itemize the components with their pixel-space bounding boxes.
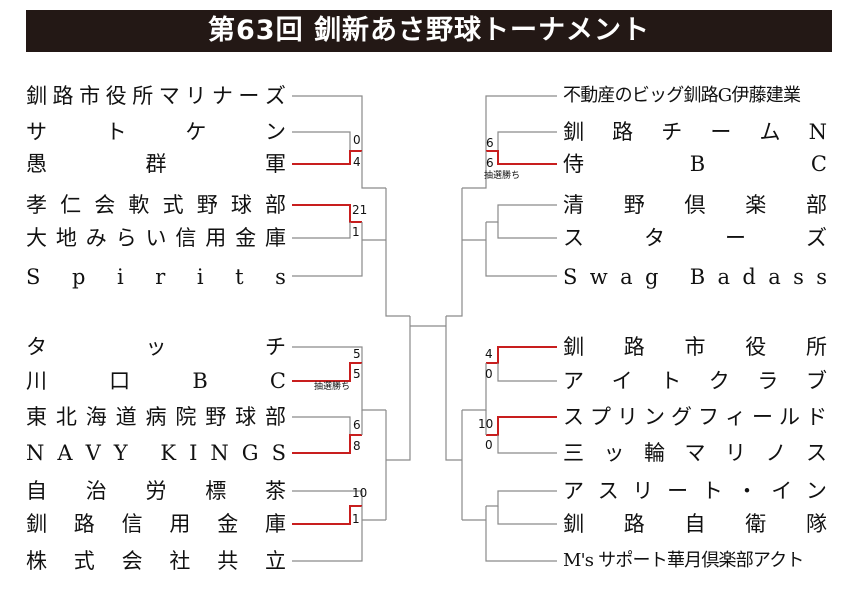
right-team: スターズ <box>563 226 827 250</box>
bracket-line <box>497 506 557 525</box>
right-team: 三ッ輪マリノス <box>563 441 827 465</box>
bracket-line <box>292 490 363 506</box>
right-team: 清野倶楽部 <box>563 193 827 217</box>
title-bar: 第63回 釧新あさ野球トーナメント <box>26 10 832 52</box>
right-team: スプリングフィールド <box>563 405 827 429</box>
right-team: 釧路自衛隊 <box>563 512 827 536</box>
score: 1 <box>352 512 360 526</box>
winner-line <box>292 204 362 223</box>
score: 5 <box>353 347 361 361</box>
score: 0 <box>485 438 493 452</box>
right-team: 不動産のビッグ釧路G伊藤建業 <box>563 85 801 106</box>
score: 6 <box>353 418 361 432</box>
winner-line <box>292 505 362 525</box>
bracket-line <box>497 131 557 151</box>
winner-line <box>292 362 362 382</box>
bracket-line <box>292 346 363 363</box>
bracket-line <box>361 151 386 189</box>
bracket-line <box>292 222 351 239</box>
winner-line <box>292 150 362 165</box>
left-team: 株式会社共立 <box>26 549 286 573</box>
bracket-line <box>486 490 557 507</box>
left-team: タッチ <box>26 335 286 359</box>
score: 0 <box>353 133 361 147</box>
right-team: アスリート・イン <box>563 479 827 503</box>
bracket-line <box>462 363 487 411</box>
bracket-line <box>445 316 462 461</box>
bracket-line <box>462 151 487 189</box>
right-team: M's サポート華月倶楽部アクト <box>563 550 804 571</box>
bracket-line <box>292 506 363 562</box>
bracket-line <box>292 131 351 151</box>
left-team: 孝仁会軟式野球部 <box>26 193 286 217</box>
score: 10 <box>352 486 368 500</box>
bracket-line <box>385 188 410 317</box>
score: 6 <box>486 156 494 170</box>
bracket-line <box>292 416 351 435</box>
right-team: アイトクラブ <box>563 369 827 393</box>
lottery-win-note: 抽選勝ち <box>314 382 351 392</box>
score: 8 <box>353 439 361 453</box>
winner-line <box>486 150 557 165</box>
bracket-line <box>361 363 386 411</box>
score: 5 <box>353 367 361 381</box>
winner-line <box>486 346 557 364</box>
score: 4 <box>485 347 493 361</box>
left-team: 愚群軍 <box>26 152 286 176</box>
bracket-line <box>485 95 557 151</box>
right-team: 釧路市役所 <box>563 335 827 359</box>
bracket-line <box>497 435 557 454</box>
left-team: 釧路信用金庫 <box>26 512 286 536</box>
score: 0 <box>485 367 493 381</box>
page-title: 第63回 釧新あさ野球トーナメント <box>208 15 650 46</box>
bracket-line <box>497 222 557 239</box>
left-team: 釧路市役所マリナーズ <box>26 84 286 108</box>
score: 6 <box>486 136 494 150</box>
left-team: サトケン <box>26 120 286 144</box>
left-team: 大地みらい信用金庫 <box>26 226 286 250</box>
left-team: 東北海道病院野球部 <box>26 405 286 429</box>
score: 21 <box>352 203 368 217</box>
bracket-line <box>386 316 411 461</box>
bracket-line <box>485 222 557 277</box>
left-team: 自治労標茶 <box>26 479 286 503</box>
score: 10 <box>478 417 494 431</box>
winner-line <box>486 416 557 436</box>
bracket-line <box>446 188 463 317</box>
winner-line <box>292 434 362 454</box>
bracket-line <box>497 363 557 382</box>
score: 4 <box>353 155 361 169</box>
bracket-line <box>485 506 557 562</box>
bracket-line <box>292 95 363 151</box>
bracket-line <box>486 204 557 223</box>
lottery-win-note: 抽選勝ち <box>484 171 521 181</box>
score: 1 <box>352 225 360 239</box>
